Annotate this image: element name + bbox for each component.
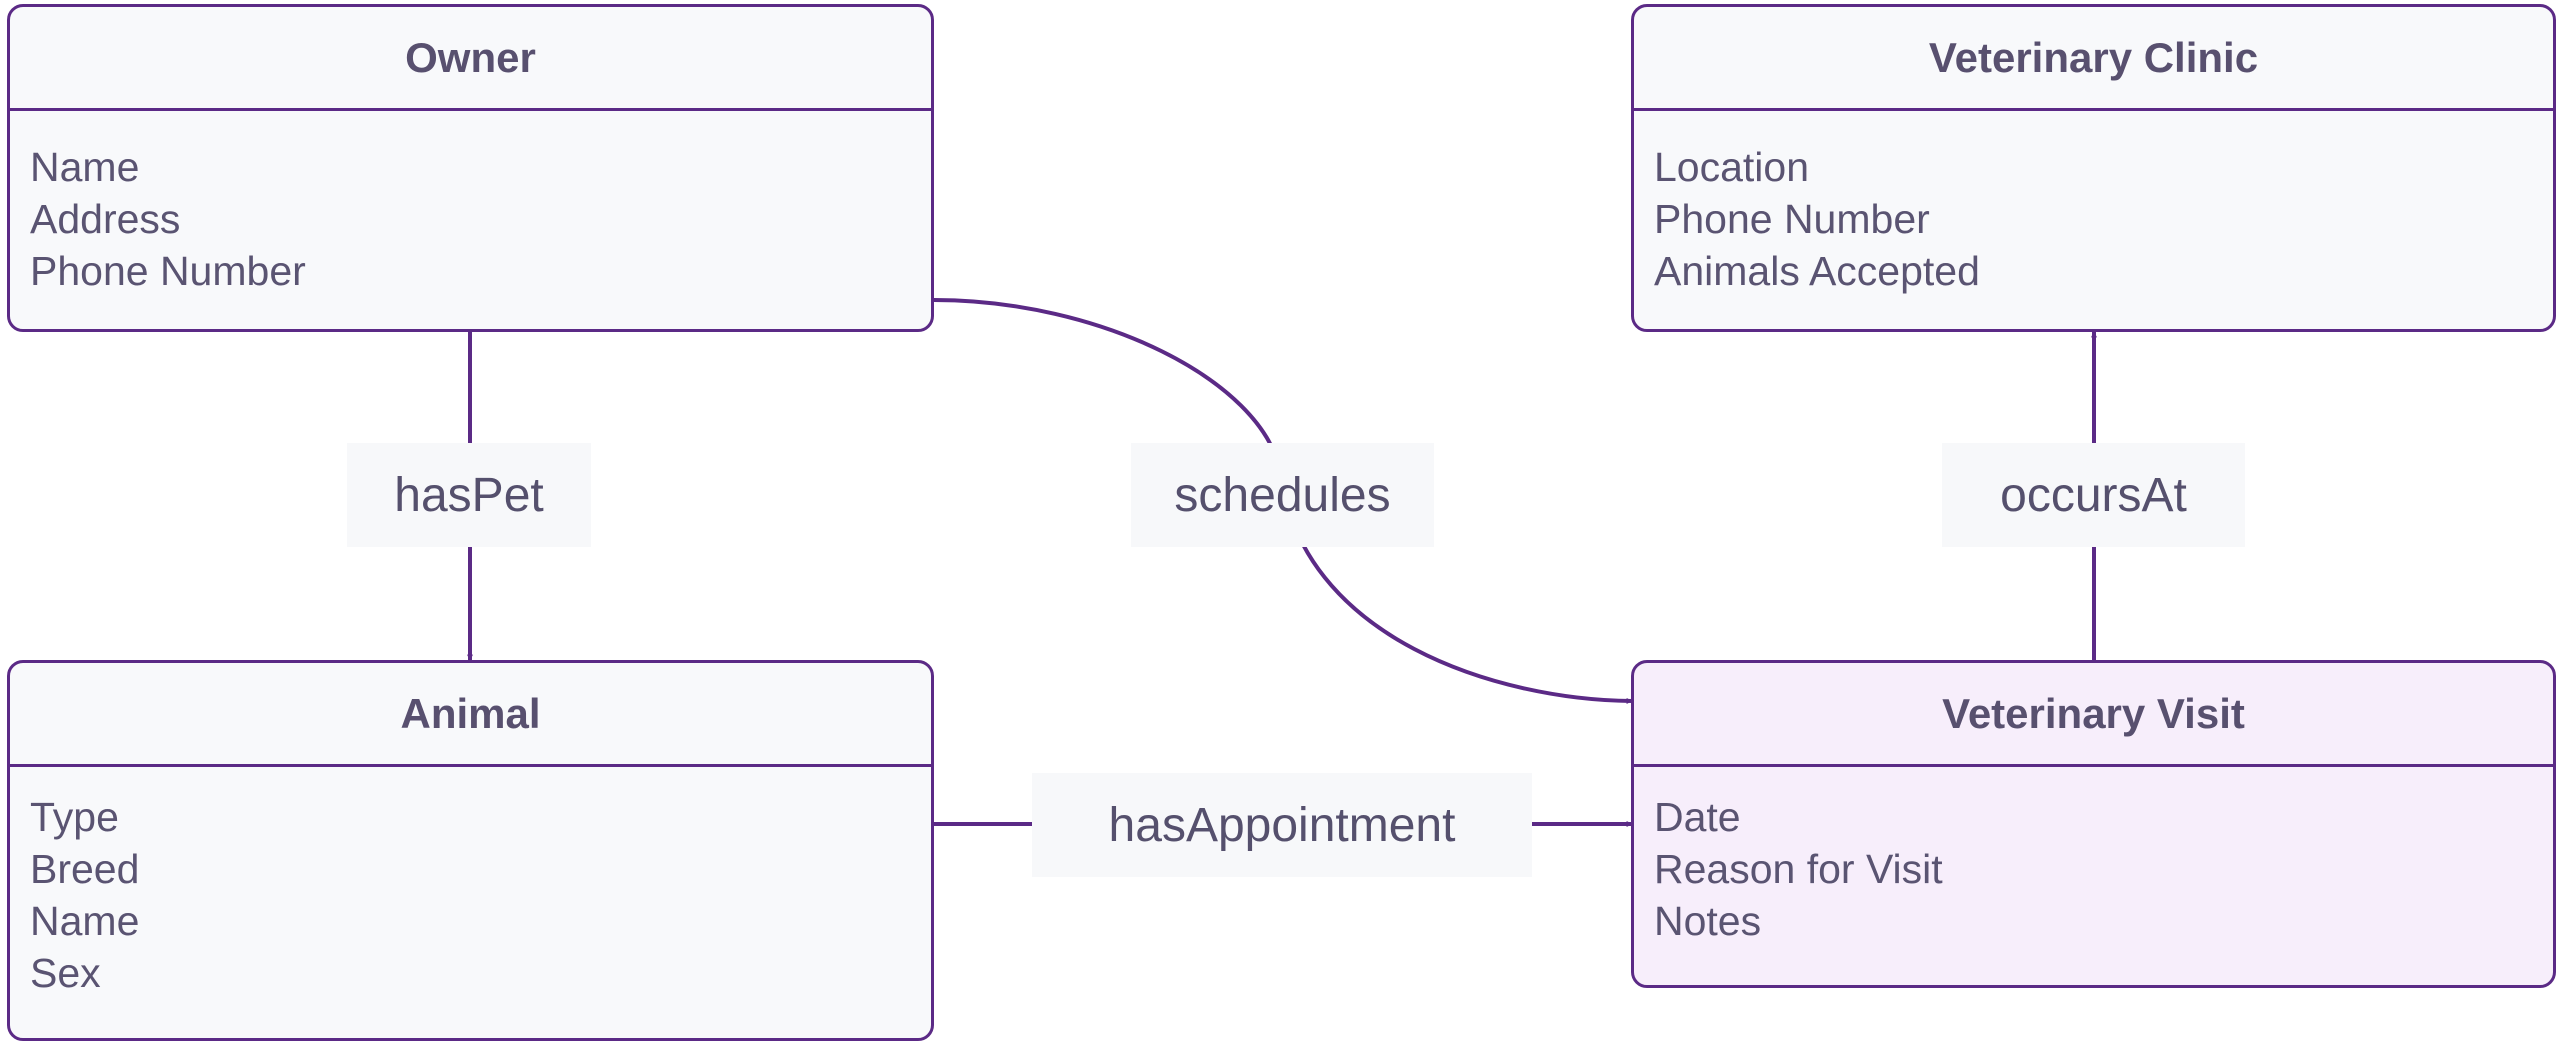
attribute-location: Location	[1654, 144, 1810, 190]
attribute-breed: Breed	[30, 846, 140, 892]
attribute-animals-accepted: Animals Accepted	[1654, 248, 1980, 294]
entity-title: Veterinary Clinic	[1634, 7, 2553, 111]
entity-owner[interactable]: Owner Name Address Phone Number	[7, 4, 934, 332]
relationship-label-has-appointment[interactable]: hasAppointment	[1032, 773, 1532, 877]
attribute-name: Name	[30, 898, 140, 944]
attribute-list: Name Address Phone Number	[10, 111, 931, 297]
relationship-label-occurs-at[interactable]: occursAt	[1942, 443, 2245, 547]
relationship-label-schedules[interactable]: schedules	[1131, 443, 1434, 547]
attribute-name: Name	[30, 144, 140, 190]
attribute-type: Type	[30, 794, 119, 840]
attribute-phone-number: Phone Number	[30, 248, 306, 294]
attribute-date: Date	[1654, 794, 1741, 840]
entity-title: Owner	[10, 7, 931, 111]
entity-veterinary-visit[interactable]: Veterinary Visit Date Reason for Visit N…	[1631, 660, 2556, 988]
attribute-list: Date Reason for Visit Notes	[1634, 767, 2553, 947]
entity-title: Animal	[10, 663, 931, 767]
attribute-address: Address	[30, 196, 181, 242]
entity-veterinary-clinic[interactable]: Veterinary Clinic Location Phone Number …	[1631, 4, 2556, 332]
attribute-sex: Sex	[30, 950, 101, 996]
attribute-list: Location Phone Number Animals Accepted	[1634, 111, 2553, 297]
entity-animal[interactable]: Animal Type Breed Name Sex	[7, 660, 934, 1041]
relationship-label-has-pet[interactable]: hasPet	[347, 443, 591, 547]
attribute-list: Type Breed Name Sex	[10, 767, 931, 999]
entity-title: Veterinary Visit	[1634, 663, 2553, 767]
attribute-phone-number: Phone Number	[1654, 196, 1930, 242]
attribute-reason-for-visit: Reason for Visit	[1654, 846, 1943, 892]
attribute-notes: Notes	[1654, 898, 1762, 944]
